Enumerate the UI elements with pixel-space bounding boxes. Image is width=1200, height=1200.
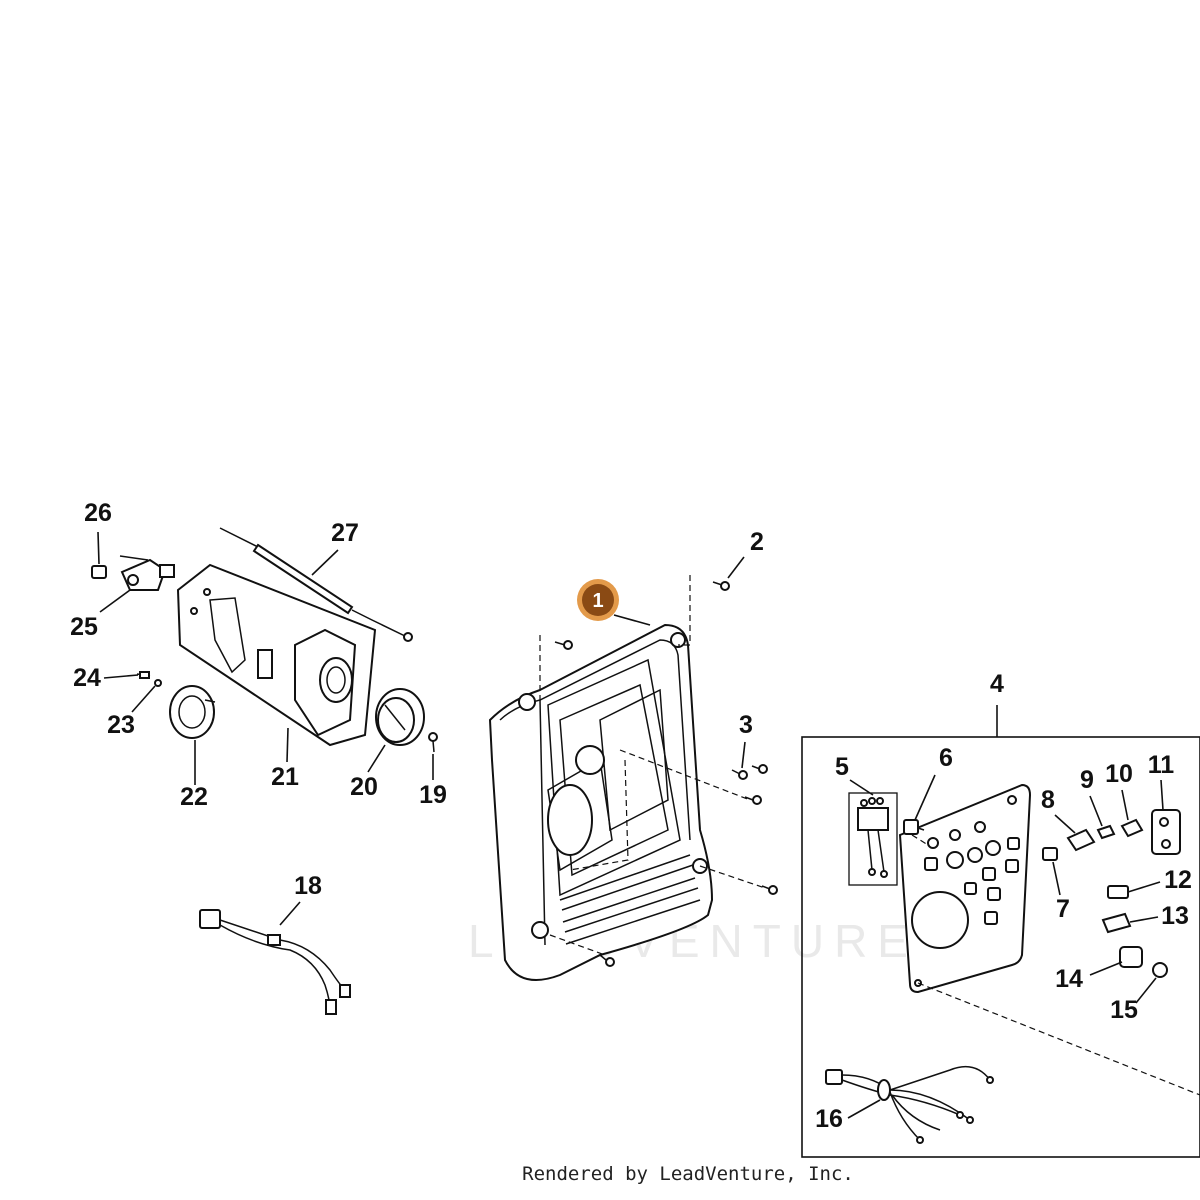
screw-icon <box>731 769 748 780</box>
callout-12: 12 <box>1164 866 1192 894</box>
screw-icon <box>761 885 778 895</box>
leader-line <box>1052 861 1061 896</box>
leader-line <box>286 727 289 763</box>
engine-control-bracket <box>176 563 377 747</box>
spring-icon <box>136 671 151 679</box>
callout-25: 25 <box>70 613 98 641</box>
circuit-board-icon <box>857 797 889 878</box>
front-panel-frame <box>488 623 714 981</box>
leader-line <box>97 531 100 565</box>
knob-icon <box>375 688 425 746</box>
throttle-cable-icon <box>219 527 413 642</box>
control-panel-plate <box>898 783 1032 994</box>
assembly-line <box>699 865 766 889</box>
footer-credit: Rendered by LeadVenture, Inc. <box>522 1163 854 1185</box>
rocker-switch-icon <box>1042 847 1058 861</box>
callout-4: 4 <box>990 670 1004 698</box>
leader-line <box>1127 881 1161 893</box>
callout-15: 15 <box>1110 996 1138 1024</box>
callout-5: 5 <box>835 753 849 781</box>
leader-line <box>99 589 131 613</box>
leader-line <box>103 674 139 679</box>
callout-1-highlight[interactable]: 1 <box>577 579 619 621</box>
control-panel-group-box <box>801 736 1200 1158</box>
fuse-holder-icon <box>1096 824 1116 840</box>
assembly-line <box>911 834 929 846</box>
leader-line <box>1129 916 1159 923</box>
callout-3: 3 <box>739 711 753 739</box>
indicator-icon <box>1101 912 1132 934</box>
callout-13: 13 <box>1161 902 1189 930</box>
leader-line <box>914 774 936 821</box>
component-group-box <box>848 792 898 886</box>
callout-18: 18 <box>294 872 322 900</box>
leader-line <box>279 901 301 926</box>
callout-14: 14 <box>1055 965 1083 993</box>
callout-11: 11 <box>1148 751 1175 779</box>
assembly-line <box>619 749 751 801</box>
callout-10: 10 <box>1105 760 1133 788</box>
callout-16: 16 <box>815 1105 843 1133</box>
fuse-holder-icon <box>1120 818 1144 838</box>
callout-24: 24 <box>73 664 101 692</box>
leader-line <box>367 744 386 773</box>
washer-icon <box>154 679 162 687</box>
leader-line <box>613 614 651 626</box>
leader-line <box>131 685 156 713</box>
screw-icon <box>599 954 615 967</box>
callout-26: 26 <box>84 499 112 527</box>
lever-icon <box>119 555 175 591</box>
leader-line <box>1089 795 1103 827</box>
callout-9: 9 <box>1080 766 1094 794</box>
leader-line <box>849 779 874 796</box>
leader-line <box>1160 779 1164 811</box>
leader-line <box>1121 789 1129 821</box>
callout-22: 22 <box>180 783 208 811</box>
cap-icon <box>1119 946 1143 968</box>
screw-icon <box>428 732 438 753</box>
wire-harness-icon <box>199 909 351 1015</box>
callout-7: 7 <box>1056 895 1070 923</box>
callout-8: 8 <box>1041 786 1055 814</box>
callout-2: 2 <box>750 528 764 556</box>
assembly-line <box>917 982 1200 1096</box>
screw-icon <box>712 581 730 591</box>
callout-6: 6 <box>939 744 953 772</box>
callout-1-label: 1 <box>592 590 603 612</box>
leader-line <box>311 549 339 576</box>
assembly-line <box>569 759 629 871</box>
switch-icon <box>903 819 925 835</box>
callout-27: 27 <box>331 519 359 547</box>
callout-21: 21 <box>271 763 299 791</box>
screw-icon <box>744 795 762 805</box>
breaker-icon <box>1066 828 1096 852</box>
callout-23: 23 <box>107 711 135 739</box>
leader-line <box>1089 961 1123 976</box>
leader-line <box>741 741 746 769</box>
outlet-icon <box>1151 809 1181 855</box>
bolt-icon <box>91 565 107 579</box>
screw-icon <box>554 640 573 650</box>
screw-icon <box>751 764 768 774</box>
leader-line <box>1054 814 1076 834</box>
nut-icon <box>1152 962 1168 978</box>
leader-line <box>847 1099 881 1119</box>
assembly-line <box>678 575 691 646</box>
callout-20: 20 <box>350 773 378 801</box>
switch-icon <box>1107 885 1129 899</box>
leader-line <box>727 556 745 579</box>
callout-19: 19 <box>419 781 447 809</box>
wiring-harness-icon <box>825 1065 994 1144</box>
leader-line <box>1135 977 1157 1004</box>
governor-icon <box>169 685 216 739</box>
